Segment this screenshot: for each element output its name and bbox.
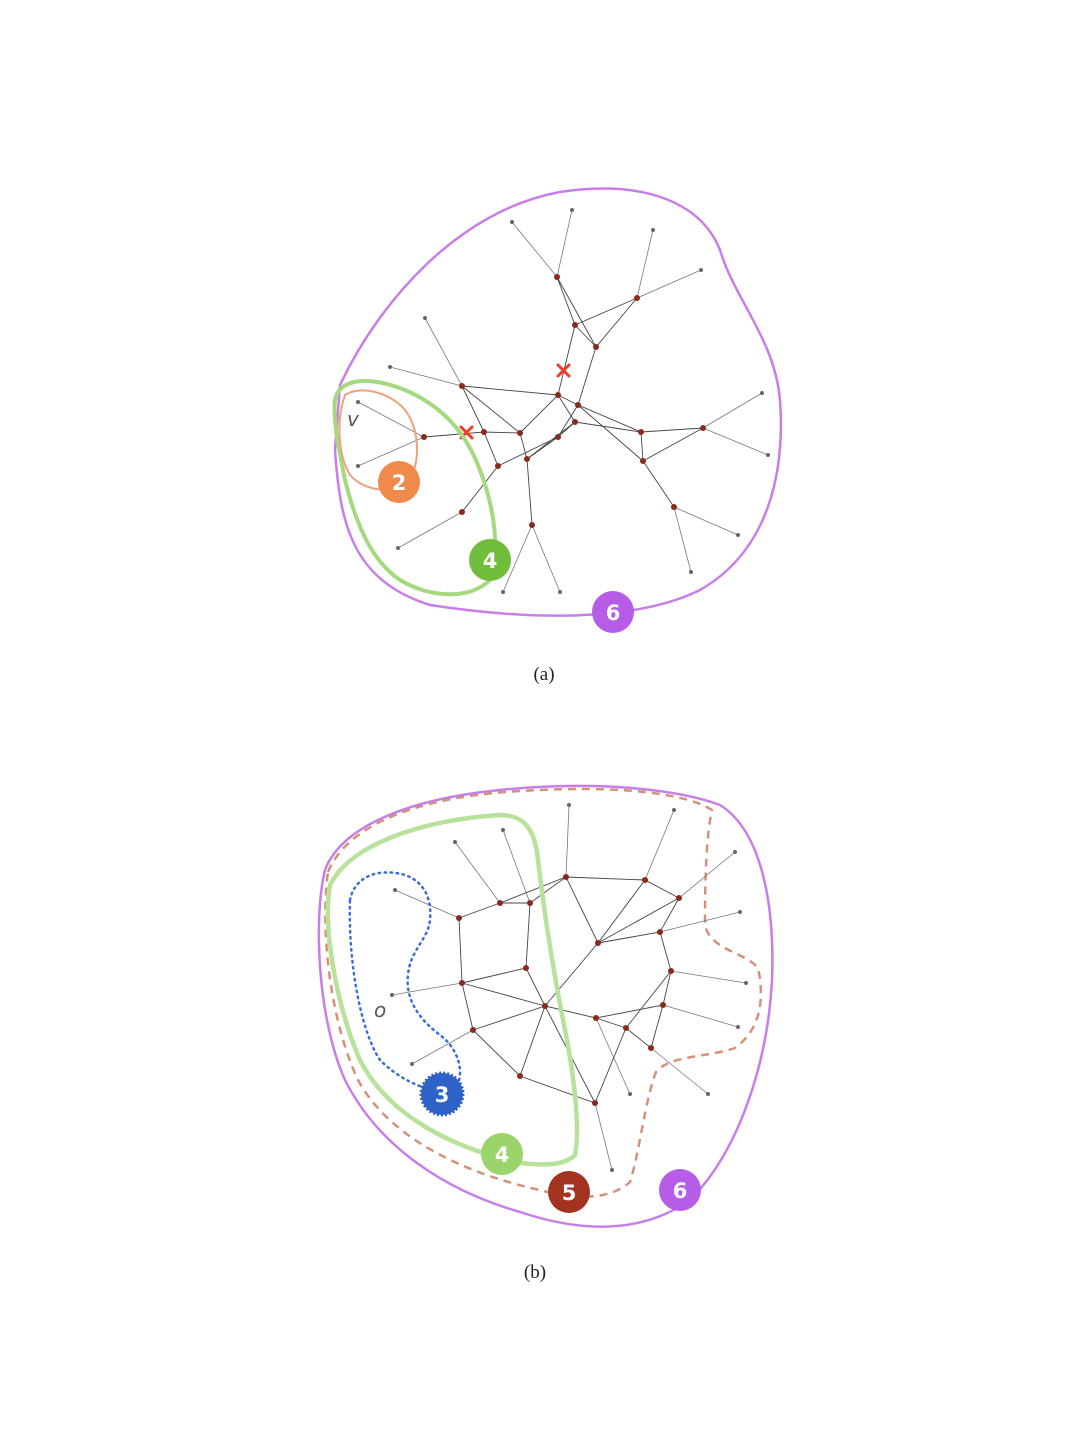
badge-4-a: 4 (469, 539, 511, 581)
graph-edges-b (391, 804, 747, 1171)
graph-edges-a (357, 209, 769, 593)
badge-4-b-label: 4 (495, 1143, 510, 1167)
badge-6-b-label: 6 (673, 1179, 688, 1203)
badge-2-a: 2 (378, 461, 420, 503)
badge-5-b-label: 5 (562, 1181, 577, 1205)
graph-nodes-b (390, 803, 748, 1172)
badge-6-a: 6 (592, 591, 634, 633)
panel-a: v 2 4 6 (a) (332, 187, 783, 685)
region-5-boundary-b (324, 787, 763, 1198)
caption-a: (a) (533, 664, 554, 685)
badge-2-a-label: 2 (392, 471, 407, 495)
region-3-boundary-b (348, 871, 462, 1093)
badge-6-a-label: 6 (606, 601, 621, 625)
badge-4-b: 4 (481, 1133, 523, 1175)
region-4-boundary-b (325, 812, 580, 1167)
region-6-boundary-b (317, 784, 774, 1228)
vertex-label-v: v (347, 407, 360, 431)
region-6-boundary-a (333, 187, 783, 617)
badge-6-b: 6 (659, 1169, 701, 1211)
panel-b: o 3 4 5 6 (b) (317, 784, 774, 1283)
badge-3-b: 3 (419, 1071, 465, 1117)
caption-b: (b) (524, 1262, 546, 1283)
removed-edge-mark-1 (556, 363, 571, 378)
badge-3-b-label: 3 (435, 1083, 450, 1107)
badge-5-b: 5 (548, 1171, 590, 1213)
badge-4-a-label: 4 (483, 549, 498, 573)
graph-nodes-a (356, 208, 770, 594)
vertex-label-o: o (374, 998, 386, 1022)
